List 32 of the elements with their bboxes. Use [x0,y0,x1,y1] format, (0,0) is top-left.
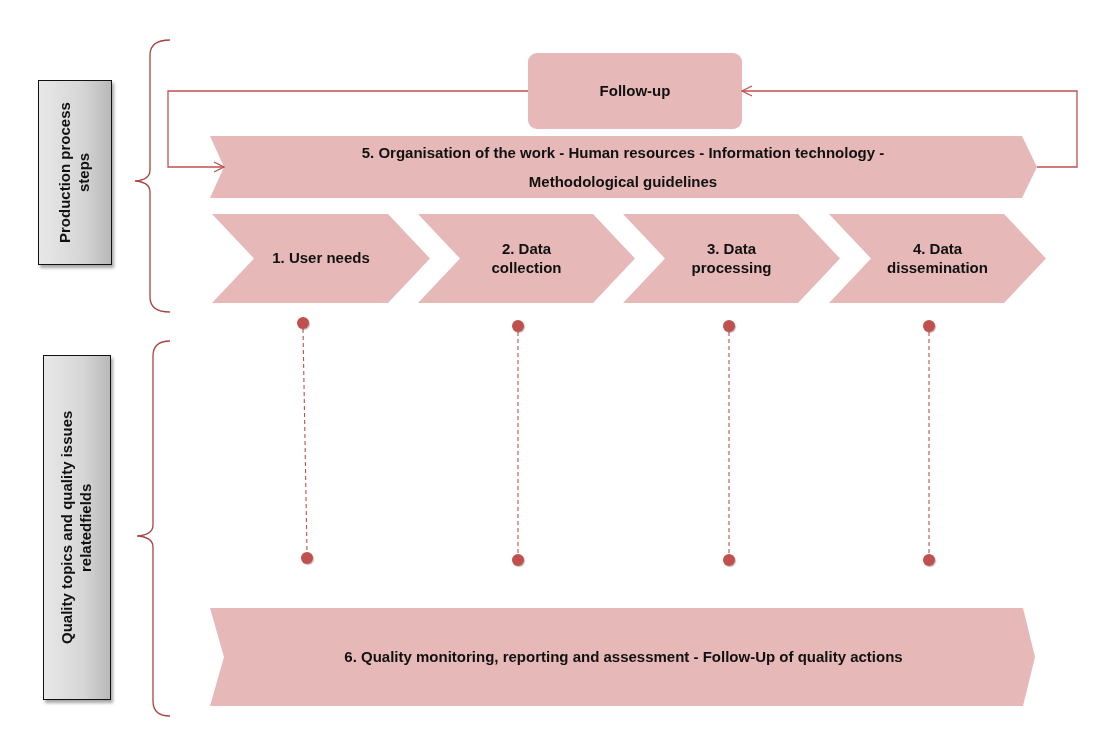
step-label: 6. Quality monitoring, reporting and assessment - Follow-Up of quality actions [344,647,903,667]
side-label: Quality topics and quality issues relatedfields [58,409,95,647]
process-step-banner [212,214,430,303]
step-label: 3. Data processing [690,239,773,278]
side-label-box [38,80,112,265]
step-label: 2. Data collection [490,239,563,278]
side-label-box [43,355,111,700]
process-step-banner [829,214,1046,303]
feedback-arrow [741,85,1078,168]
process-step-banner [210,136,1037,198]
step-label: 5. Organisation of the work - Human resources - Information technology - Methodological guidelines [360,142,886,192]
process-step-banner [623,214,840,303]
box-label: Follow-up [599,81,671,101]
connector-dot [723,320,735,332]
connector-dot [512,320,524,332]
feedback-arrow [167,90,529,173]
follow-up-box [528,53,742,129]
connector-dot [512,554,524,566]
connector-dot [297,317,309,329]
step-label: 1. User needs [272,249,370,268]
process-step-banner [418,214,635,303]
connector-dot [301,552,313,564]
side-label: Production process steps [56,101,93,245]
dashed-connector [928,331,930,555]
connector-dot [723,554,735,566]
process-step-banner [210,608,1035,706]
step-label: 4. Data dissemination [886,239,989,278]
connector-dot [923,320,935,332]
connector-dot [923,554,935,566]
dashed-connector [728,331,730,555]
dashed-connector [302,328,308,553]
dashed-connector [517,331,519,555]
